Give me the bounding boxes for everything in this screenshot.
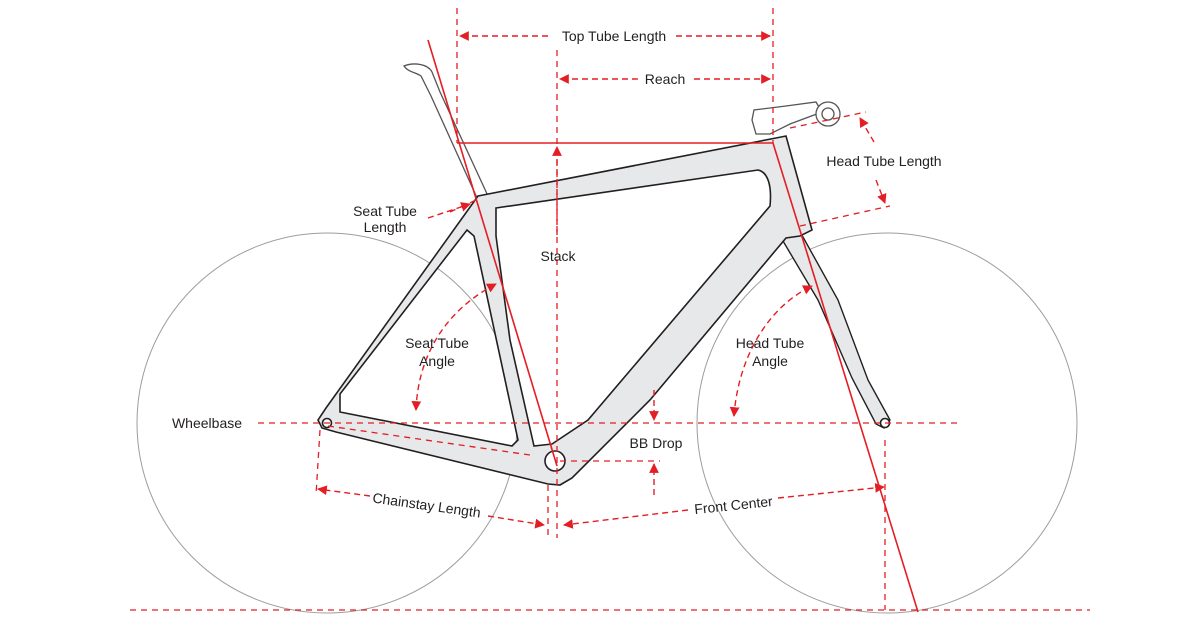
rear-axle-drop bbox=[315, 429, 321, 496]
head-tube-ext-top bbox=[789, 111, 867, 129]
head-tube-arrow-bottom bbox=[875, 179, 887, 204]
stem-and-handlebar bbox=[751, 101, 841, 135]
label-seat-tube-length-line2: Length bbox=[364, 219, 407, 235]
chainstay-arrow-right bbox=[487, 515, 545, 529]
bike-frame bbox=[317, 135, 813, 486]
label-seat-tube-length-line1: Seat Tube bbox=[353, 203, 417, 219]
label-head-tube-angle-line1: Head Tube bbox=[736, 335, 805, 351]
head-tube-axis bbox=[772, 142, 919, 613]
label-wheelbase: Wheelbase bbox=[172, 415, 242, 431]
seat-tube-axis bbox=[427, 39, 558, 467]
front-wheel bbox=[696, 232, 1078, 614]
head-tube-ext-bottom bbox=[799, 205, 891, 227]
seatpost-and-saddle bbox=[403, 63, 489, 201]
head-tube-angle-arc bbox=[729, 285, 813, 417]
label-top-tube-length: Top Tube Length bbox=[562, 28, 666, 44]
label-front-center: Front Center bbox=[694, 493, 774, 517]
head-tube-arrow-top bbox=[859, 117, 875, 143]
seat-tube-length-arrow bbox=[427, 202, 471, 219]
label-seat-tube-angle-line2: Angle bbox=[419, 353, 455, 369]
label-reach: Reach bbox=[645, 71, 685, 87]
geometry-lines bbox=[130, 8, 1090, 613]
front-center-arrow-right bbox=[777, 483, 885, 499]
label-head-tube-angle-line2: Angle bbox=[752, 353, 788, 369]
label-seat-tube-angle-line1: Seat Tube bbox=[405, 335, 469, 351]
fork bbox=[778, 227, 891, 429]
chainstay-line bbox=[327, 425, 531, 456]
front-center-arrow-left bbox=[563, 509, 689, 529]
label-chainstay-length: Chainstay Length bbox=[372, 490, 482, 521]
label-head-tube-length: Head Tube Length bbox=[826, 153, 941, 169]
chainstay-arrow-left bbox=[317, 485, 371, 497]
label-bb-drop: BB Drop bbox=[630, 435, 683, 451]
label-stack: Stack bbox=[540, 248, 576, 264]
